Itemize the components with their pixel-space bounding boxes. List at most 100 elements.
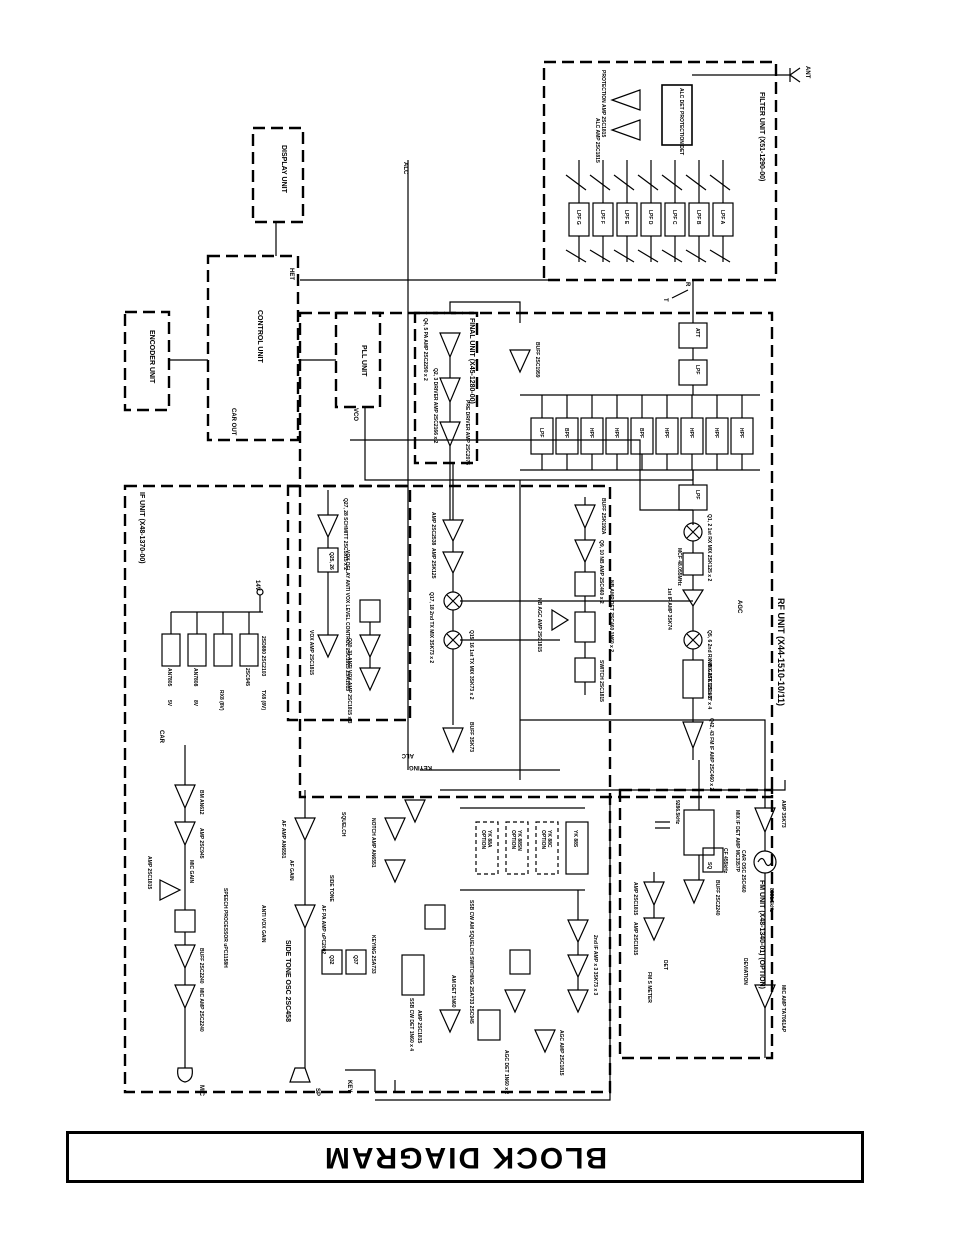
lpf-g-label: LPF G [575, 210, 581, 225]
mix-if-label: MIX IF DET AMP MC3357P [734, 810, 740, 873]
q24-vox-triangle [317, 634, 339, 659]
reg-ic9 [161, 633, 181, 667]
af-gain-label: AF GAIN [288, 860, 294, 881]
option-yk88c-box [535, 821, 559, 875]
lpf-d-label: LPF D [647, 210, 653, 225]
q1q2-mix-label: Q1, 2 1st RX MIX 2SK125 x 2 [706, 514, 712, 581]
v14-label: 14V [254, 580, 260, 591]
reg-q24 [239, 633, 259, 667]
squelch-label: SQUELCH [340, 812, 346, 837]
final-unit-box [413, 311, 479, 465]
switch-label: SWITCH 2SC1815 [598, 660, 604, 702]
page-title: BLOCK DIAGRAM [322, 1141, 608, 1174]
car-label: CAR [158, 730, 164, 744]
bpf-bank [520, 394, 760, 471]
q37-key-box [345, 949, 367, 975]
encoder-unit-box [123, 310, 171, 412]
reg-q29 [213, 633, 233, 667]
ic1-3-triangle [404, 799, 426, 824]
q2q3-label: Q2, 3 DRIVER AMP 2SC2166 x 2 [432, 368, 438, 444]
q7-fm-triangle [643, 917, 665, 942]
af-amp-triangle [294, 817, 316, 842]
q16-agc-triangle [534, 1029, 556, 1054]
bpf-label-9: LPF [538, 428, 544, 437]
if-amp-label: 2nd IF AMP x 3 3SK73 x 3 [592, 935, 598, 996]
ic5-label: AF PA AMP uPC2002 [320, 905, 326, 954]
option-yk88sn-box [505, 821, 529, 875]
q32-label: Q32 [328, 955, 334, 965]
fm-amp-label: AMP 3SK73 [780, 800, 786, 828]
q32-vox-box [359, 599, 381, 623]
q5q6-mix-label: Q5, 6 2nd RX MIX 2SK125 x 2 [706, 630, 712, 699]
q47-triangle [504, 989, 526, 1014]
q30q31-triangle [359, 634, 381, 659]
option-label-3: OPTION [480, 830, 486, 850]
amp-q8-label: AMP 2SC1815 [632, 882, 638, 915]
encoder-unit-label: ENCODER UNIT [148, 330, 155, 384]
lpf-bottom-label: LPF [694, 490, 700, 499]
if-unit-label: IF UNIT (X48-1370-00) [138, 492, 145, 564]
deviation-label: DEVIATION [742, 958, 748, 985]
lpf-c-label: LPF C [671, 210, 677, 225]
mic-symbol [177, 1067, 193, 1083]
alc-det-block [661, 84, 693, 146]
q15q16-label: Q15, 16 1st TX MIX 3SK73 x 2 [468, 630, 474, 700]
q35-speech-triangle [159, 879, 182, 901]
q27q28-label: Q27, 28 SCHMITT 2SC1815 x 2 [342, 498, 348, 570]
q30q31-label: Q30, 31 ANTI VOX AMP 2SC1815 x 3 [346, 638, 352, 724]
lpf-bank [565, 160, 734, 263]
yk-88c-label: YK 88C [546, 830, 552, 848]
rf-unit-label: RF UNIT (X44-1510-10/11) [776, 598, 786, 706]
q37-label: Q37 [352, 955, 358, 965]
lpf-box-bottom [678, 484, 708, 511]
bpf-label-8: BPF [563, 428, 569, 438]
reg-ta78l-label: AN7808 [192, 668, 198, 687]
mic-amp-fm-label: MIC AMP TA7061AP [780, 985, 786, 1033]
option-label-2: OPTION [510, 830, 516, 850]
mixer-symbols [443, 522, 703, 650]
side-tone-label: SIDE TONE [328, 875, 334, 903]
keying-label: KEYING [409, 764, 432, 770]
buff-fm-label: BUFF 2SC2240 [714, 880, 720, 916]
agc-amp-label: AGC AMP 2SC1815 [558, 1030, 564, 1076]
option-yk88a-box [475, 821, 499, 875]
protection-amp-label: PROTECTION AMP 2SC1815 [600, 70, 606, 137]
nb-agc-label: NB AGC AMP 2SC1815 [536, 598, 542, 652]
q4q5-label: Q4, 5 PA AMP 2SC2290 x 2 [422, 318, 428, 381]
xtal-label: 9286.5kHz [674, 800, 680, 825]
ssb-det-label: SSB CW DET 1N60 x 4 [408, 998, 414, 1051]
lpf-f-label: LPF F [599, 210, 605, 224]
sp-label: SP [314, 1088, 320, 1096]
q9q10-triangle [574, 539, 596, 564]
r-label: R [684, 282, 690, 287]
sp-symbol [289, 1067, 311, 1083]
bpf-label-3: HPF [688, 428, 694, 438]
q-amp-label: AMP 2SC1815 [416, 1010, 422, 1043]
lpf-box-top [678, 359, 708, 386]
q9q10-label: Q9, 10 NB AMP 2SC460 x 2 [598, 540, 604, 604]
control-unit-label: CONTROL UNIT [256, 310, 263, 363]
q21-24-box [401, 954, 425, 996]
if-q3-triangle [567, 989, 589, 1014]
pll-unit-label: PLL UNIT [360, 345, 367, 377]
cf-label: CF 455kHz [722, 848, 728, 874]
alc-label-top: ALC [402, 162, 408, 175]
agc-label: AGC [736, 600, 742, 614]
notch-label: NOTCH AMP AN6551 [370, 818, 376, 868]
lpf-b-label: LPF B [695, 210, 701, 225]
q38-label: AMP 2SC945 [198, 828, 204, 859]
q25-box [424, 904, 446, 930]
ic1-bm-label: BM AN612 [198, 790, 204, 815]
control-unit-box [206, 254, 300, 442]
xtal-symbol [655, 821, 670, 829]
ant-symbol [789, 67, 801, 83]
att-box [678, 322, 708, 349]
q27q28-triangle [317, 514, 339, 539]
final-q4q5-triangle [439, 332, 461, 359]
q5-amp-triangle [610, 119, 641, 141]
q19-triangle [442, 551, 464, 575]
q41-buff-label: BUFF 3SK73 [468, 722, 474, 752]
q32-q33-box [574, 611, 596, 643]
if-q1-triangle [567, 919, 589, 944]
